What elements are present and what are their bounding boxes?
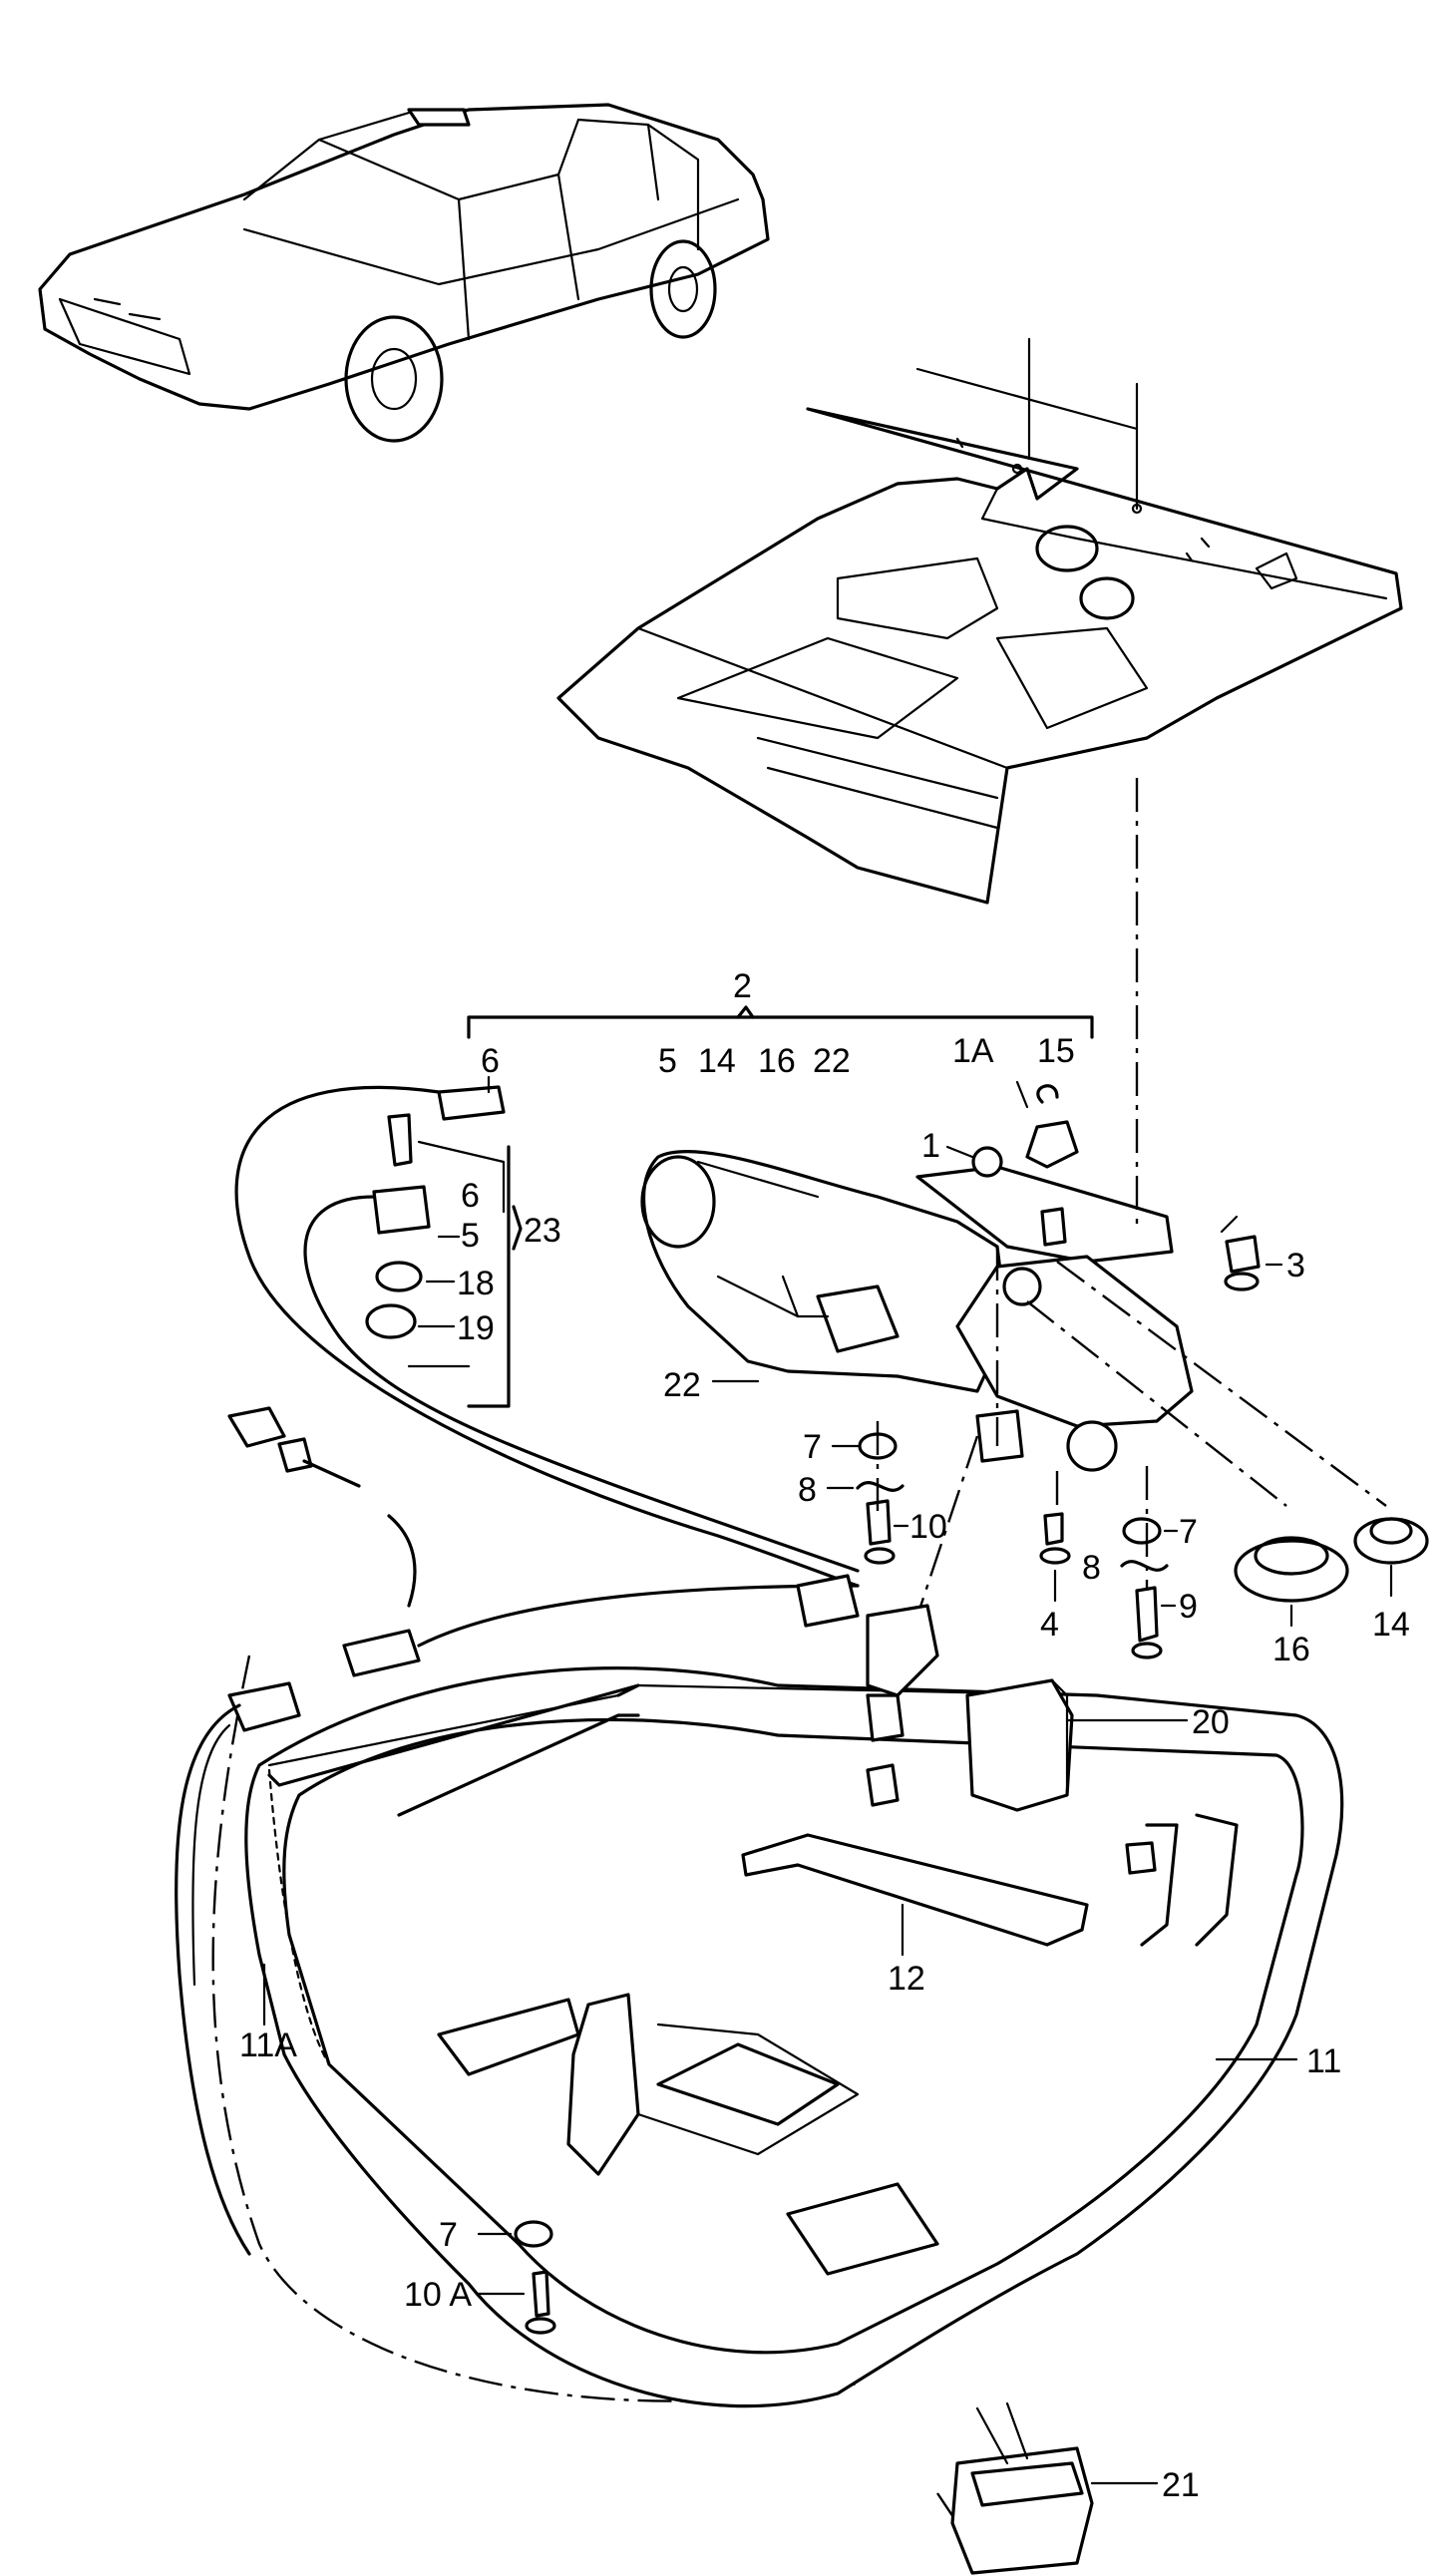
- sunroof-frame-11: [244, 1666, 1344, 2408]
- callout-5-b: 5: [461, 1217, 480, 1255]
- motor-shaft-end: [1066, 1420, 1118, 1472]
- callout-6-top: 6: [481, 1042, 500, 1080]
- bolt-4: [1043, 1512, 1064, 1546]
- callout-7-left: 7: [803, 1428, 822, 1466]
- plug-connector-top: [227, 1406, 286, 1448]
- strap-22: [816, 1285, 900, 1353]
- motor-group-bracket: 2 6 5 14 16 22 1A 15: [467, 967, 1094, 1080]
- microswitch-lower: [372, 1185, 431, 1235]
- roof-cutout: [995, 626, 1149, 730]
- control-unit-20: 20: [965, 1678, 1230, 1812]
- roof-panel: [556, 367, 1403, 905]
- callout-23: 23: [524, 1212, 561, 1250]
- callout-20: 20: [1192, 1703, 1230, 1741]
- hex-nut-19: [365, 1303, 417, 1339]
- junction-block: [866, 1604, 939, 1697]
- junction-plug: [866, 1693, 905, 1742]
- fasteners-right: 3 4 7 8 9 16 14: [1039, 1215, 1429, 1668]
- frame-post: [566, 1993, 640, 2176]
- callout-12: 12: [888, 1960, 925, 1998]
- callout-8-right: 8: [1082, 1549, 1101, 1587]
- washer-1: [971, 1146, 1003, 1178]
- callout-11A: 11A: [239, 2026, 297, 2064]
- plug-connector-mid: [342, 1629, 421, 1677]
- connector-cable: [175, 1406, 860, 2256]
- callout-3: 3: [1286, 1247, 1305, 1285]
- window-switch-21: 21: [950, 2401, 1200, 2575]
- callout-9: 9: [1179, 1588, 1198, 1626]
- screw-pin: [387, 1113, 413, 1167]
- callout-21: 21: [1162, 2466, 1200, 2504]
- cable-clamp: [796, 1574, 860, 1628]
- callout-19: 19: [457, 1309, 495, 1347]
- plug-connector-low: [227, 1681, 301, 1732]
- circlip-15: [1036, 1084, 1059, 1104]
- callout-16-group: 16: [758, 1042, 796, 1080]
- motor-assembly: [640, 1080, 1194, 1472]
- callout-16: 16: [1272, 1631, 1310, 1668]
- microswitch-upper: [437, 1085, 506, 1121]
- sunroof-panel-marker: [407, 108, 471, 127]
- callout-22: 22: [663, 1366, 701, 1404]
- gear-16: [1234, 1539, 1349, 1603]
- callout-10A: 10 A: [404, 2276, 472, 2314]
- drive-rail-12: [741, 1833, 1089, 1947]
- switch-wire-outer: [234, 1085, 860, 1588]
- callout-15: 15: [1037, 1032, 1075, 1070]
- gearbox-housing: [955, 1255, 1194, 1428]
- callout-8-left: 8: [798, 1471, 817, 1509]
- callout-1A: 1A: [952, 1032, 994, 1070]
- callout-10: 10: [909, 1508, 947, 1546]
- washer-7-right: [1122, 1517, 1162, 1545]
- callout-6-b: 6: [461, 1177, 480, 1215]
- callout-4: 4: [1040, 1606, 1059, 1644]
- gear-1A: [1025, 1120, 1079, 1169]
- bolt-10: [866, 1499, 892, 1546]
- clip-small: [866, 1763, 900, 1807]
- bolt-3: [1225, 1235, 1261, 1274]
- callout-14-group: 14: [698, 1042, 736, 1080]
- callout-7-bottom: 7: [439, 2216, 458, 2254]
- callout-11: 11: [1306, 2042, 1341, 2080]
- callout-1: 1: [921, 1127, 940, 1165]
- screw-10A: [532, 2270, 550, 2318]
- clip-nut-18: [375, 1261, 423, 1292]
- microswitch-group: 6 5 23 18 19: [365, 1075, 561, 1408]
- callout-22-group: 22: [813, 1042, 851, 1080]
- fasteners-bottom: 7 10 A: [404, 2216, 556, 2335]
- callout-14: 14: [1372, 1606, 1410, 1644]
- frame-window: [786, 2182, 939, 2276]
- switch-wire-inner: [303, 1195, 860, 1573]
- callout-2: 2: [733, 967, 752, 1005]
- spring-8-left: [856, 1481, 905, 1492]
- washer-7-bottom: [514, 2220, 553, 2248]
- spring-8-right: [1120, 1560, 1169, 1572]
- gear-14: [1353, 1517, 1429, 1565]
- callout-18: 18: [457, 1265, 495, 1302]
- fasteners-left: 1 22 7 8 10: [663, 1127, 974, 1565]
- car-illustration: [38, 103, 770, 443]
- callout-7-right: 7: [1179, 1513, 1198, 1551]
- terminal-block: [975, 1409, 1024, 1463]
- screw-9: [1135, 1586, 1159, 1643]
- callout-5-group: 5: [658, 1042, 677, 1080]
